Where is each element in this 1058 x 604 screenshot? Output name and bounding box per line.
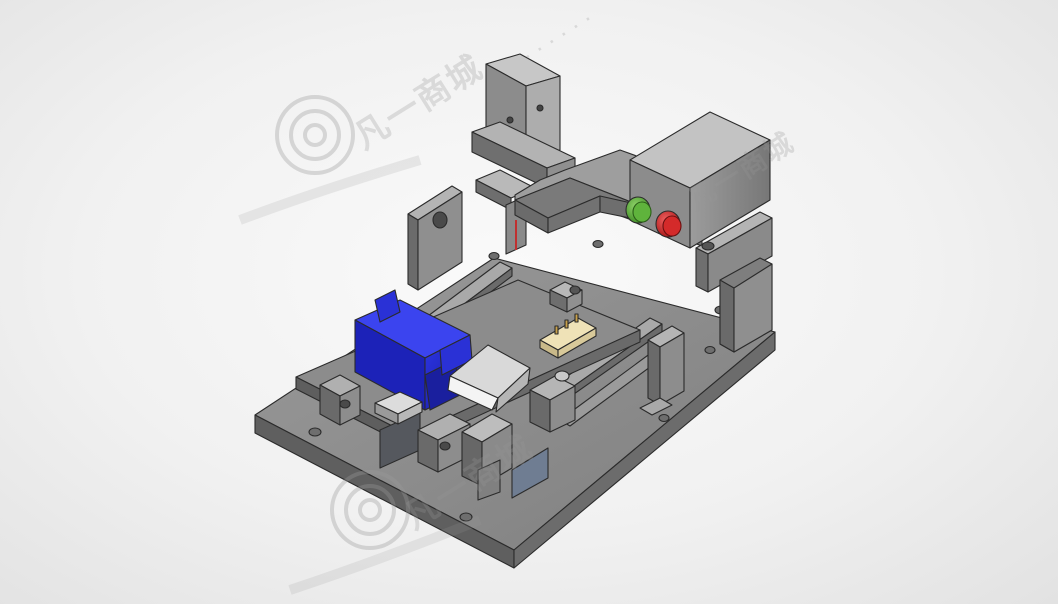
- stop-button: [655, 210, 682, 238]
- start-button: [625, 196, 652, 224]
- side-bracket: [529, 325, 685, 433]
- front-bracket-left: [319, 374, 423, 426]
- right-column: [695, 211, 773, 353]
- control-box: [629, 111, 771, 249]
- rear-post: [407, 185, 463, 291]
- connector-block: [539, 281, 597, 359]
- front-bracket-right: [417, 413, 513, 501]
- watermark-logo: [238, 95, 482, 595]
- work-piece: [447, 344, 531, 413]
